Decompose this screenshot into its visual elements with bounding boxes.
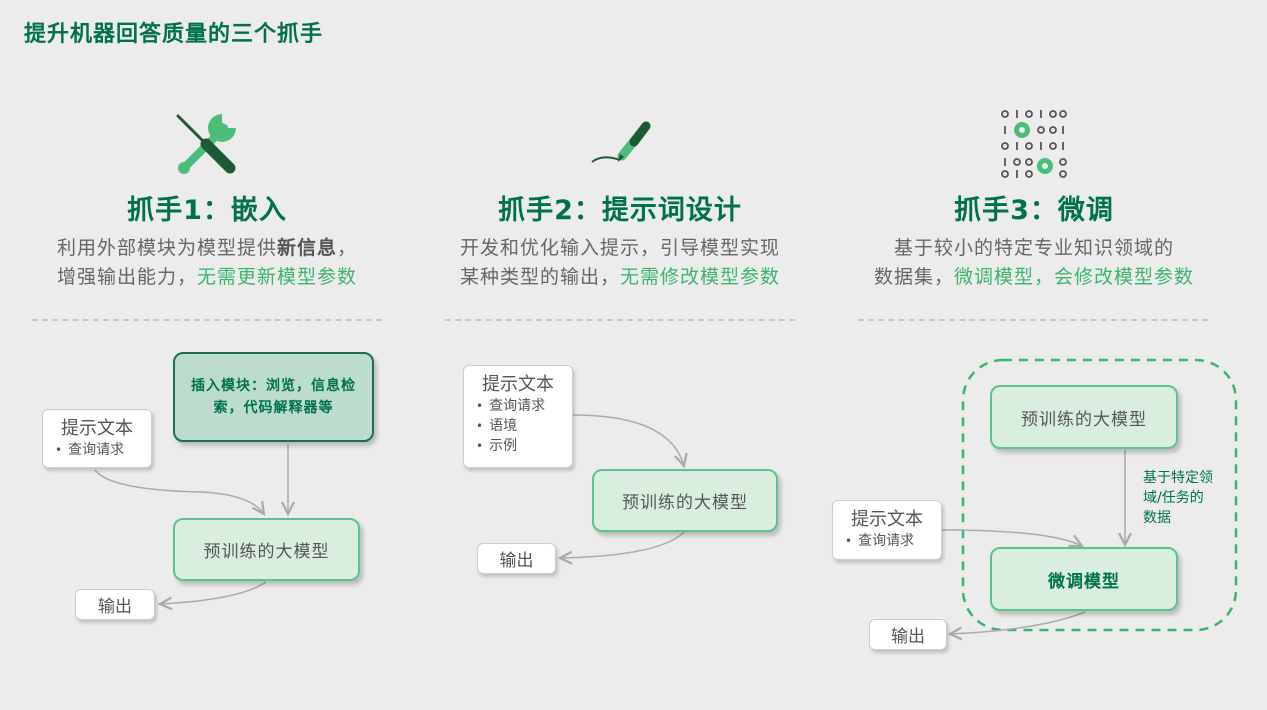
desc-bold: 新信息 [276, 237, 337, 259]
prompt-item: 查询请求 [55, 440, 151, 460]
desc-text: 基于较小的特定专业知识领域的 [893, 237, 1174, 259]
desc-text: 开发和优化输入提示，引导模型实现 [459, 237, 780, 259]
desc-text: 增强输出能力， [56, 266, 197, 288]
heading-embedding: 抓手1：嵌入 [127, 195, 287, 226]
data-label: 基于特定领域/任务的数据 [1143, 470, 1213, 526]
pretrained-model-box: 预训练的大模型 [173, 518, 360, 581]
pen-icon [591, 121, 651, 163]
prompt-item: 示例 [476, 436, 572, 456]
heading-prompt-design: 抓手2：提示词设计 [498, 195, 742, 226]
prompt-title: 提示文本 [61, 418, 133, 439]
divider [445, 319, 795, 321]
page-title: 提升机器回答质量的三个抓手 [24, 22, 324, 47]
desc-finetuning: 基于较小的特定专业知识领域的 数据集，微调模型，会修改模型参数 [824, 234, 1244, 292]
finetuned-model-box: 微调模型 [990, 547, 1178, 611]
desc-embedding: 利用外部模块为模型提供新信息， 增强输出能力，无需更新模型参数 [0, 234, 417, 292]
prompt-item: 查询请求 [476, 396, 572, 416]
divider [32, 319, 382, 321]
heading-finetuning: 抓手3：微调 [954, 195, 1114, 226]
output-box: 输出 [869, 619, 947, 650]
prompt-box: 提示文本 查询请求 语境 示例 [463, 365, 573, 468]
desc-text: 数据集， [873, 266, 954, 288]
prompt-item: 语境 [476, 416, 572, 436]
prompt-item: 查询请求 [845, 531, 941, 551]
pretrained-model-box: 预训练的大模型 [592, 469, 778, 532]
binary-gears-icon [1001, 110, 1067, 178]
output-box: 输出 [477, 543, 556, 574]
desc-highlight: 微调模型，会修改模型参数 [954, 266, 1195, 288]
desc-text: 某种类型的输出， [459, 266, 620, 288]
prompt-title: 提示文本 [482, 374, 554, 395]
output-box: 输出 [75, 589, 155, 620]
insert-module-box: 插入模块：浏览，信息检索，代码解释器等 [173, 352, 374, 442]
desc-text: 利用外部模块为模型提供 [56, 237, 277, 259]
desc-highlight: 无需修改模型参数 [620, 266, 781, 288]
prompt-box: 提示文本 查询请求 [42, 409, 152, 468]
desc-highlight: 无需更新模型参数 [197, 266, 358, 288]
divider [858, 319, 1208, 321]
desc-text: ， [337, 237, 358, 259]
prompt-title: 提示文本 [851, 509, 923, 530]
desc-prompt-design: 开发和优化输入提示，引导模型实现 某种类型的输出，无需修改模型参数 [410, 234, 830, 292]
pretrained-model-box: 预训练的大模型 [990, 385, 1178, 449]
tools-icon [176, 114, 236, 174]
prompt-box: 提示文本 查询请求 [832, 500, 942, 560]
